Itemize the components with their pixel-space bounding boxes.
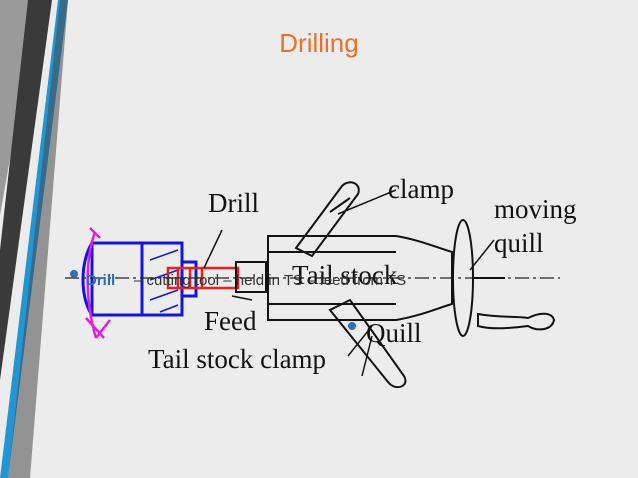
label-tail-stock-clamp: Tail stock clamp [148,344,326,374]
label-tail-stock: Tail stock [292,260,398,290]
label-clamp: clamp [388,174,454,204]
bullet-dot-2 [348,322,356,330]
decorative-bands [0,0,68,478]
label-quill: Quill [366,318,422,348]
bullet-text: – cutting tool – held in TS – feed from … [134,272,406,289]
slide-title: Drilling [279,28,359,58]
bullet-lead: Drill [86,272,115,289]
feed-marks [85,227,111,339]
tail-stock-clamp-lever [328,298,407,389]
clamp-lever [294,181,360,258]
bullet-line: Drill – cutting tool – held in TS – feed… [70,270,406,330]
label-moving-quill-line1: moving [494,194,577,224]
label-moving-quill-line2: quill [494,228,544,258]
label-drill: Drill [208,188,259,218]
pointer-lines [203,189,495,377]
label-feed: Feed [204,306,257,336]
diagram-labels: Drill clamp moving quill Tail stock Feed… [148,174,577,374]
tail-stock-body [235,219,556,337]
bullet-dot [70,270,78,278]
